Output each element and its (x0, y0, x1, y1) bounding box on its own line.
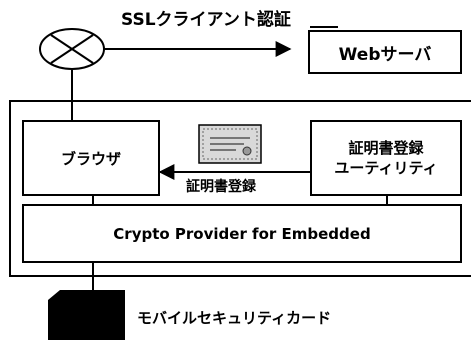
browser-label: ブラウザ (60, 149, 121, 168)
crypto-provider-box: Crypto Provider for Embedded (22, 204, 462, 263)
crypto-provider-label: Crypto Provider for Embedded (113, 224, 371, 243)
utility-label-line2: ユーティリティ (334, 159, 438, 177)
device-frame (9, 100, 471, 277)
web-server-label: Webサーバ (338, 44, 432, 65)
router-icon (39, 28, 105, 70)
certificate-utility-box: 証明書登録 ユーティリティ (310, 120, 462, 196)
web-server-box: Webサーバ (308, 30, 462, 74)
utility-label-line1: 証明書登録 (348, 138, 424, 157)
register-label: 証明書登録 (186, 179, 256, 195)
ssl-auth-label: SSLクライアント認証 (121, 10, 291, 30)
security-card-icon (48, 290, 125, 340)
certificate-icon (198, 124, 262, 164)
mobile-security-card-label: モバイルセキュリティカード (137, 309, 332, 327)
browser-box: ブラウザ (22, 120, 160, 196)
